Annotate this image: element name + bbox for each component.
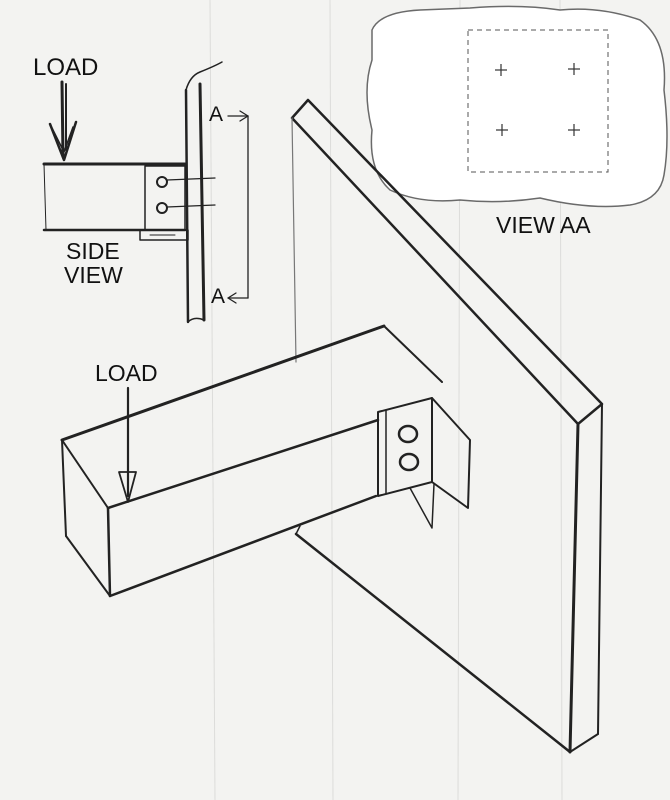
isometric-drawing: [60, 98, 604, 754]
side-load-arrow: [48, 80, 78, 162]
iso-angle-cleat: [377, 397, 471, 529]
bolt-hole-marks: [495, 63, 580, 136]
side-view-label-line1: SIDE: [66, 238, 120, 264]
view-aa-label: VIEW AA: [496, 212, 591, 238]
side-view-label-line2: VIEW: [64, 262, 123, 288]
side-wall-plate: [184, 61, 223, 324]
iso-wall-plate: [290, 98, 604, 754]
plate-outline-dashed: [467, 29, 609, 173]
view-aa-note: [366, 5, 668, 208]
iso-beam: [60, 324, 443, 598]
iso-load-label: LOAD: [95, 360, 158, 386]
side-beam: [42, 162, 187, 232]
section-line-aa: [227, 110, 249, 304]
side-load-label: LOAD: [33, 54, 99, 81]
iso-load-arrow: [118, 386, 137, 503]
section-a-bottom-label: A: [211, 285, 226, 308]
section-a-top-label: A: [209, 103, 224, 126]
side-view-drawing: [42, 61, 249, 324]
